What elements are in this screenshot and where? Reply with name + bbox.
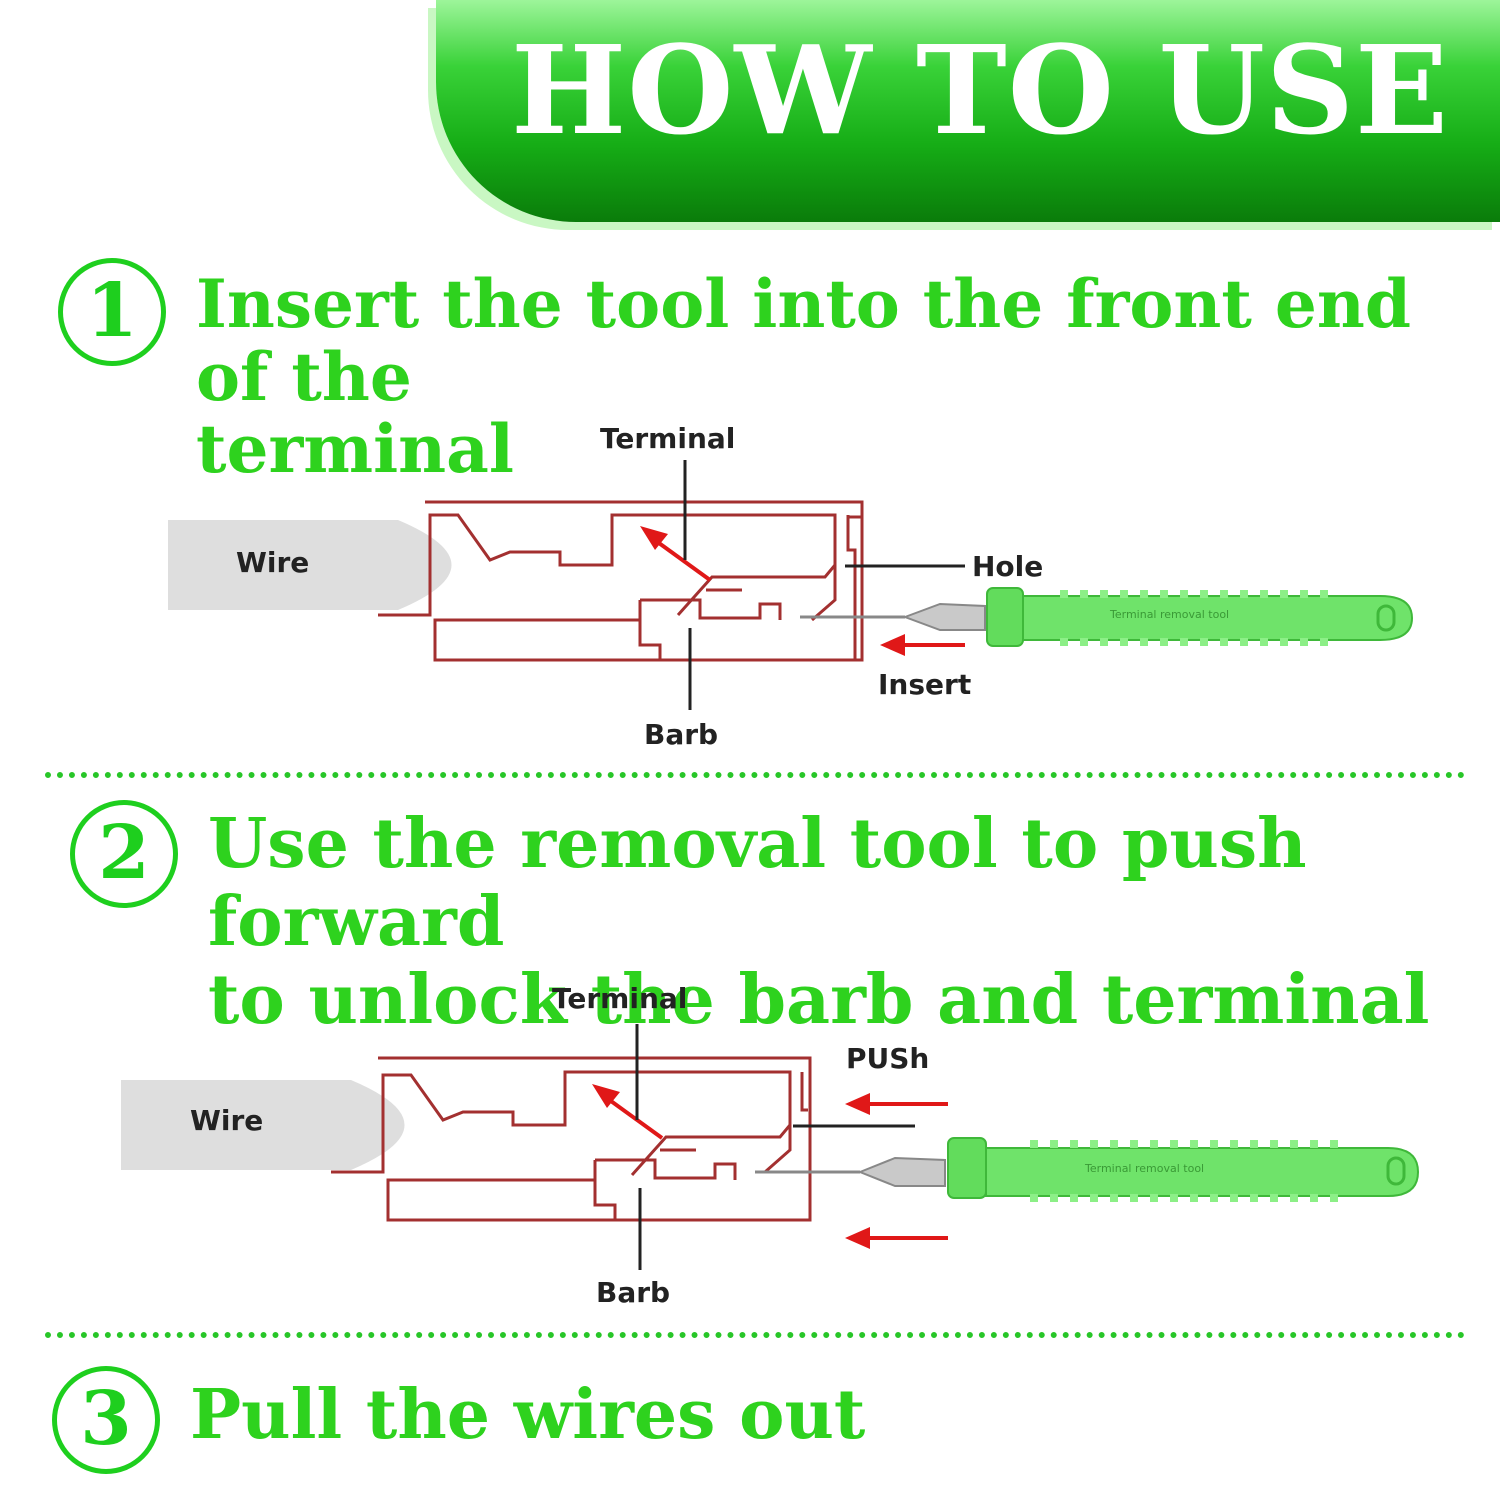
step-2-line-1: Use the removal tool to push forward [208,804,1307,963]
step-1-line-2: terminal [196,410,514,489]
label-barb: Barb [596,1276,671,1309]
step-3-number: 3 [52,1366,160,1474]
diagram-push: Terminal Wire PUSh Barb Terminal removal… [0,980,1500,1320]
step-1-instruction: Insert the tool into the front end of th… [196,268,1500,486]
label-wire: Wire [236,546,310,579]
tool-engraving: Terminal removal tool [1085,1162,1205,1175]
diagram-insert-drawing [168,460,1414,710]
step-1-number: 1 [58,258,166,366]
label-terminal: Terminal [600,422,736,455]
step-2-instruction: Use the removal tool to push forward to … [208,805,1500,1040]
label-terminal: Terminal [552,982,688,1015]
diagram-insert: Terminal Wire Hole Insert Barb Terminal … [0,420,1500,760]
step-3-instruction: Pull the wires out [190,1375,866,1455]
step-2-number: 2 [70,800,178,908]
label-wire: Wire [190,1104,264,1137]
divider-2 [45,1332,1465,1338]
diagram-push-drawing [121,1024,1420,1270]
divider-1 [45,772,1465,778]
step-1-line-1: Insert the tool into the front end of th… [196,265,1412,416]
label-hole: Hole [972,550,1044,583]
tool-engraving: Terminal removal tool [1110,608,1230,621]
page-title: HOW TO USE [510,18,1450,162]
label-barb: Barb [644,718,719,751]
label-push: PUSh [846,1042,930,1075]
header-banner [436,0,1500,222]
label-insert: Insert [878,668,972,701]
step-2-line-2: to unlock the barb and terminal [208,960,1430,1041]
